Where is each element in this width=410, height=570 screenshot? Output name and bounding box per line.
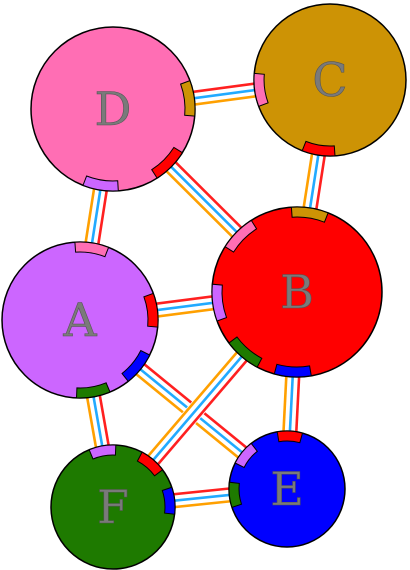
port-c-d (253, 72, 269, 107)
port-b-e (273, 363, 312, 378)
port-a-e (121, 349, 151, 383)
node-b-label: B (280, 265, 314, 319)
node-c[interactable]: C (253, 3, 407, 157)
node-d-label: D (95, 82, 132, 136)
ports-layer (74, 72, 336, 515)
port-b-f (228, 336, 263, 368)
port-b-a (211, 283, 228, 322)
nodes-layer: D C A B F E (1, 3, 407, 570)
node-f-label: F (97, 480, 129, 534)
port-b-d (224, 219, 258, 253)
port-f-e (161, 486, 176, 515)
port-d-a (82, 175, 119, 192)
port-f-b (136, 451, 164, 477)
port-d-b (151, 146, 184, 179)
port-e-b (276, 430, 304, 444)
node-b[interactable]: B (211, 206, 383, 378)
port-c-b (301, 140, 336, 157)
port-a-b (143, 292, 159, 328)
port-e-f (228, 481, 243, 509)
node-f[interactable]: F (50, 444, 176, 570)
port-b-c (290, 206, 329, 223)
node-a-label: A (62, 293, 97, 347)
node-c-label: C (312, 53, 347, 107)
port-a-d (74, 241, 110, 258)
port-e-a (234, 442, 258, 469)
port-f-a (88, 444, 117, 460)
node-e-label: E (270, 462, 304, 516)
port-a-f (75, 382, 111, 399)
node-d[interactable]: D (30, 26, 196, 192)
port-d-c (179, 80, 196, 117)
